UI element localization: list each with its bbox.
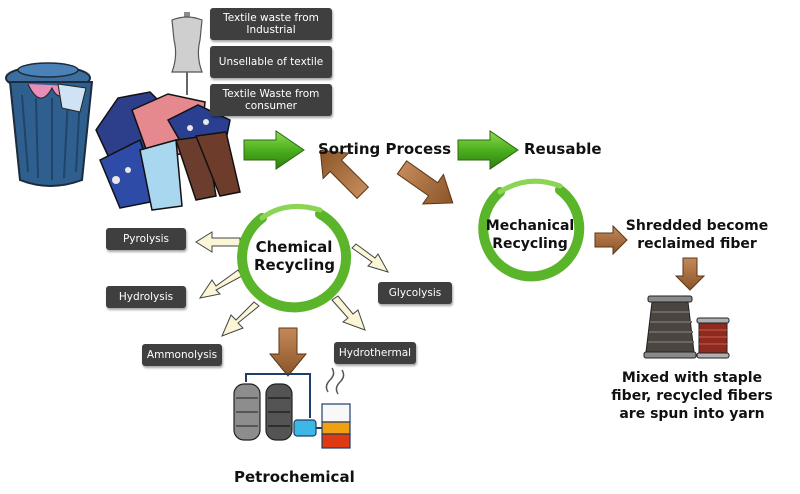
spun-yarn-line1: Mixed with staple [621, 370, 763, 386]
arrow-to-shredded [594, 224, 628, 256]
spun-yarn-line3: are spun into yarn [619, 406, 765, 422]
chemical-recycling-line1: Chemical [255, 238, 333, 256]
chemical-ring [237, 209, 352, 313]
arrow-to-ammonolysis [221, 301, 260, 337]
arrow-to-pyrolysis [195, 231, 241, 253]
mannequin-icon [171, 12, 203, 95]
method-hydrothermal-tag: Hydrothermal [334, 342, 416, 364]
arrow-to-hydrolysis [198, 269, 243, 299]
trash-bin-icon [5, 62, 94, 187]
refinery-icon [233, 367, 351, 449]
method-hydrolysis-tag: Hydrolysis [106, 286, 186, 308]
arrow-to-hydrothermal [331, 295, 366, 331]
mechanical-recycling-line2: Recycling [492, 236, 568, 252]
sorting-process-label: Sorting Process [318, 140, 452, 158]
arrow-to-glycolysis [351, 243, 390, 273]
chemical-recycling-line2: Recycling [254, 256, 335, 274]
reusable-label: Reusable [524, 140, 602, 158]
method-pyrolysis-tag: Pyrolysis [106, 228, 186, 250]
spun-yarn-line2: fiber, recycled fibers [611, 388, 773, 404]
arrow-to-reusable [457, 130, 519, 170]
mechanical-ring-tail [497, 178, 563, 195]
source-unsellable-tag: Unsellable of textile [210, 46, 332, 78]
mechanical-recycling-line1: Mechanical [485, 218, 575, 234]
mechanical-ring [478, 185, 585, 282]
method-glycolysis-tag: Glycolysis [378, 282, 452, 304]
method-ammonolysis-tag: Ammonolysis [142, 344, 222, 366]
arrow-to-sorting [243, 130, 305, 170]
source-industrial-tag: Textile waste from Industrial [210, 8, 332, 40]
arrow-to-chemical [319, 149, 370, 200]
arrow-to-mechanical [396, 160, 454, 205]
petrochemical-label: Petrochemical [234, 468, 355, 486]
chemical-ring-tail [259, 203, 323, 221]
clothes-pile-icon [95, 91, 241, 211]
shredded-line2: reclaimed fiber [637, 236, 757, 252]
arrow-to-spun-yarn [674, 257, 706, 291]
shredded-line1: Shredded become [625, 218, 769, 234]
source-consumer-tag: Textile Waste from consumer [210, 84, 332, 116]
arrow-to-petrochemical [268, 327, 308, 377]
yarn-spools-icon [643, 295, 730, 359]
